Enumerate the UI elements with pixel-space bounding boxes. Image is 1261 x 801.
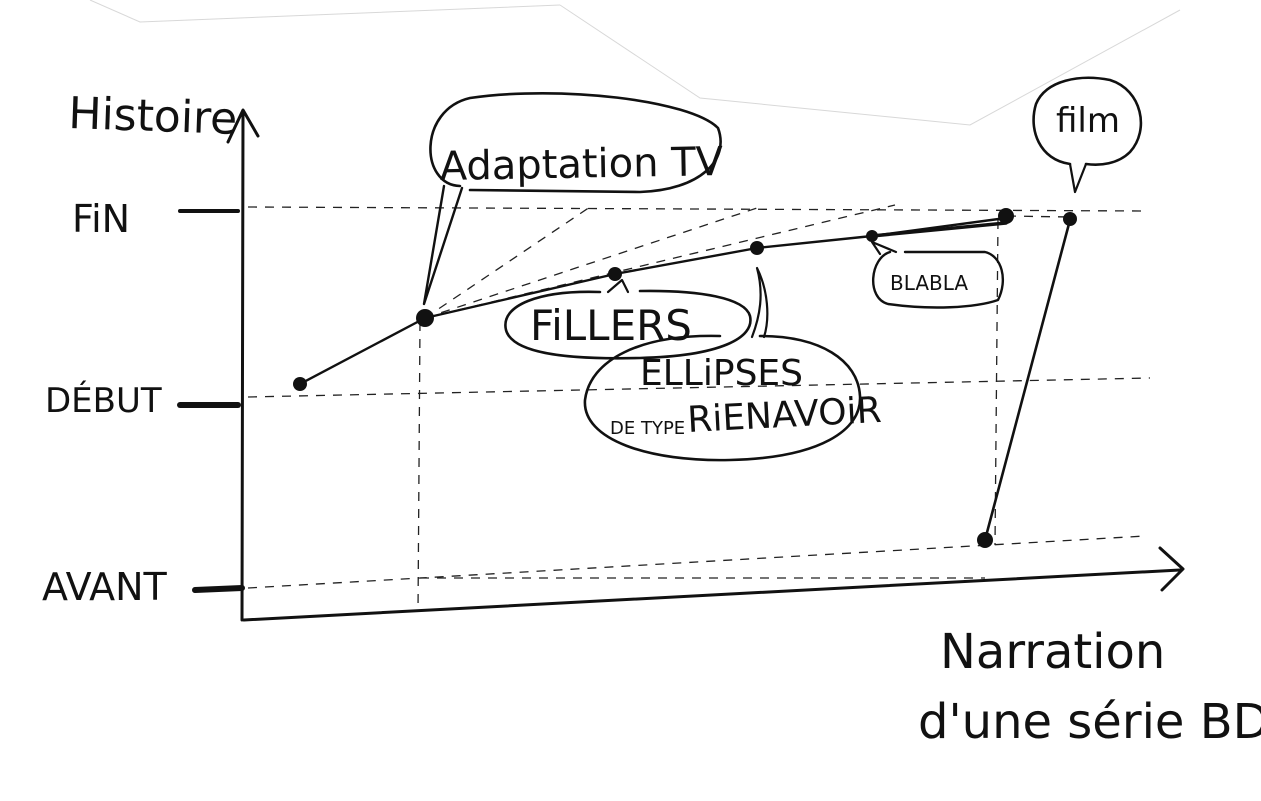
point-tv-adaptation — [416, 309, 434, 327]
blabla-bubble-pointer — [870, 240, 898, 256]
paper-folds — [89, 0, 1181, 126]
ellipses-label-line2-small: DE TYPE — [610, 418, 685, 439]
callout-fillers: FiLLERS — [504, 278, 752, 360]
fillers-bubble-pointer — [606, 278, 630, 294]
blabla-segment — [870, 221, 1008, 238]
guide-lines — [247, 204, 1151, 613]
tv-to-fin-dotted-2 — [424, 206, 761, 319]
point-series-end — [998, 208, 1014, 224]
tv-to-fin-dotted-3 — [424, 204, 896, 319]
x-axis-label-line2: d'une série BD — [918, 694, 1261, 750]
end-to-film-dotted — [1006, 215, 1071, 218]
axes — [177, 108, 1185, 622]
point-filler — [608, 267, 622, 281]
ellipses-label-line1: ELLiPSES — [640, 353, 803, 394]
x-axis-line — [242, 568, 1182, 622]
x-axis-arrowhead — [1158, 546, 1185, 592]
blabla-bubble-outline — [872, 250, 1005, 309]
adaptation-label: Adaptation TV — [439, 139, 724, 190]
point-series-start — [293, 377, 307, 391]
film-label: film — [1056, 101, 1120, 141]
callout-blabla: BLABLA — [870, 240, 1005, 309]
point-ellipse — [750, 241, 764, 255]
film-bubble-pointer — [1068, 162, 1088, 194]
callout-ellipses: ELLiPSES DE TYPE RiENAVOiR — [583, 266, 883, 462]
level-label-avant: AVANT — [42, 565, 168, 609]
level-label-debut: DÉBUT — [45, 380, 162, 421]
film-line — [983, 218, 1072, 542]
y-axis-line — [240, 110, 245, 622]
film-bubble-outline — [1032, 76, 1143, 166]
avant-tick — [192, 585, 245, 593]
callout-film: film — [1032, 76, 1143, 194]
callout-adaptation-tv: Adaptation TV — [422, 91, 724, 306]
film-vertical-guide — [994, 219, 999, 546]
fin-guide-line — [247, 206, 1146, 212]
point-blabla — [866, 230, 878, 242]
adaptation-bubble-outline — [429, 91, 722, 194]
x-axis-label-line1: Narration — [940, 624, 1165, 680]
point-film-start — [977, 532, 993, 548]
blabla-label: BLABLA — [890, 271, 968, 295]
tv-vertical-guide — [417, 321, 421, 613]
debut-guide-line — [247, 377, 1151, 398]
y-axis-arrowhead — [226, 108, 260, 144]
ellipses-bubble-outline — [583, 334, 862, 462]
fillers-bubble-outline — [504, 289, 752, 360]
ellipses-bubble-pointer — [750, 266, 769, 339]
ellipses-label-line2-big: RiENAVOiR — [686, 390, 882, 441]
story-points — [293, 208, 1077, 548]
point-film-end — [1063, 212, 1077, 226]
fillers-label: FiLLERS — [530, 301, 692, 350]
adaptation-bubble-pointer — [422, 184, 464, 306]
level-label-fin: FiN — [72, 197, 130, 241]
y-axis-label: Histoire — [68, 88, 239, 145]
story-path — [298, 216, 1072, 542]
